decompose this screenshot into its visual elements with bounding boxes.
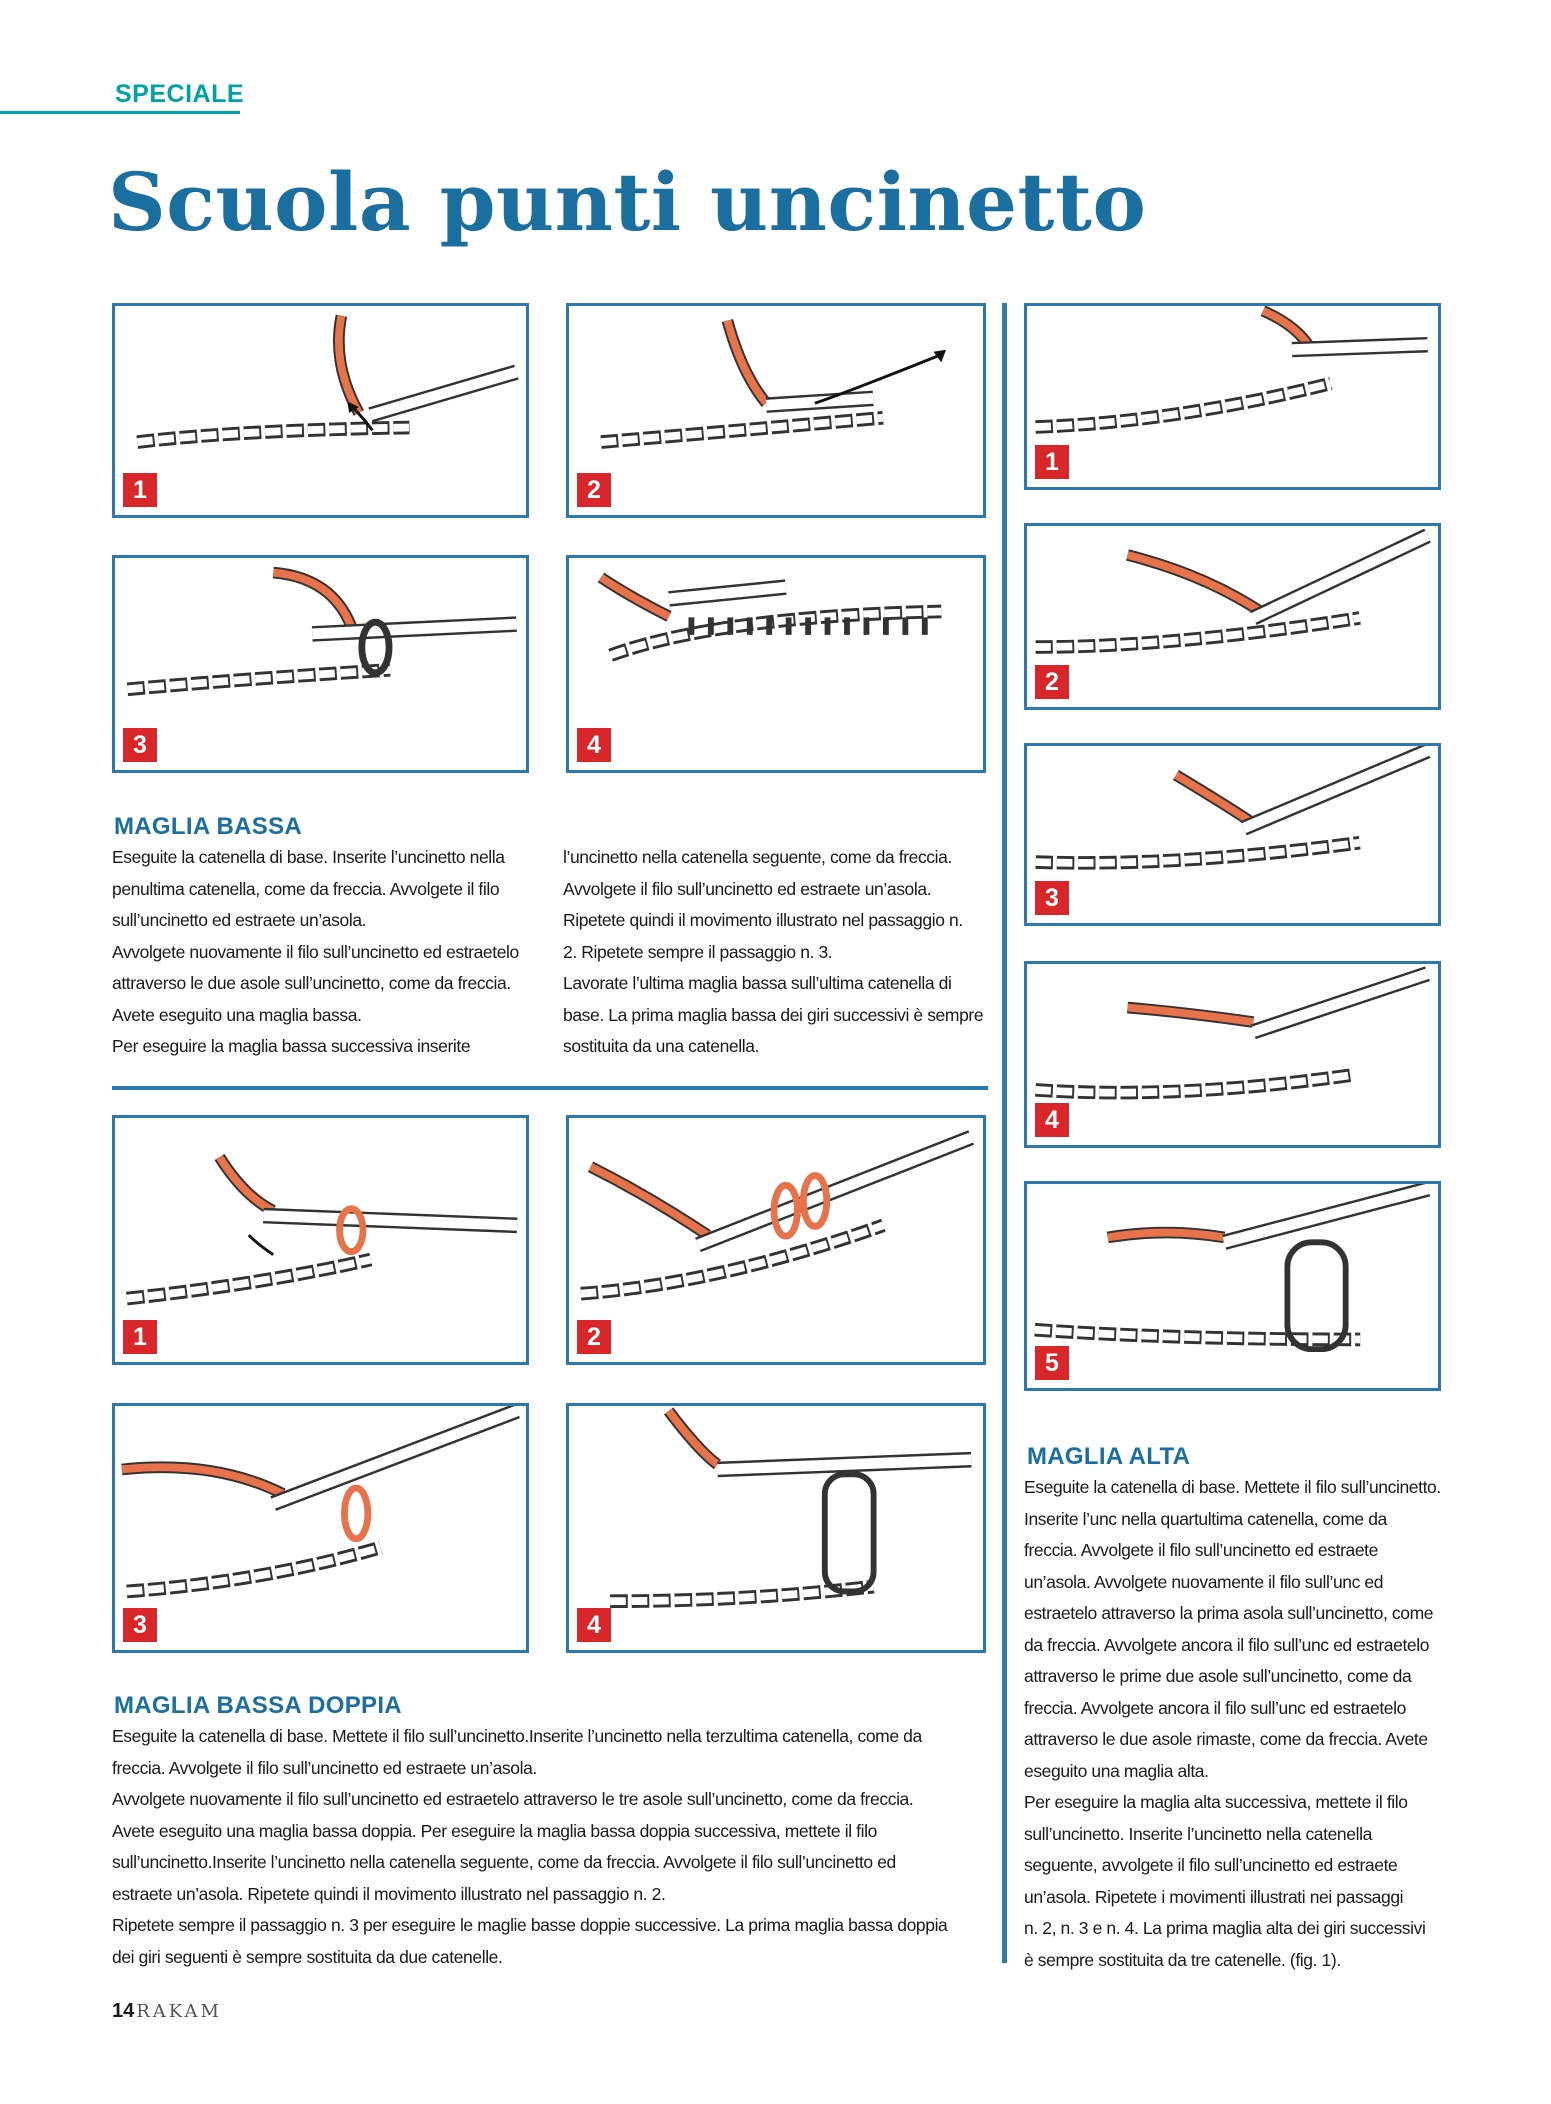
crochet-illustration: [1035, 528, 1431, 654]
text-line: Per eseguire la maglia bassa successiva …: [112, 1036, 471, 1056]
section-heading: MAGLIA ALTA: [1027, 1443, 1191, 1470]
text-line: Avete eseguito una maglia bassa doppia. …: [112, 1820, 877, 1841]
text-line: freccia. Avvolgete il filo sull’uncinett…: [112, 1757, 537, 1778]
step-badge: 1: [123, 473, 157, 507]
text-column: Eseguite la catenella di base. Inserite …: [112, 842, 542, 1063]
step-badge: 3: [123, 1608, 157, 1642]
text-line: attraverso le due asole sull’uncinetto, …: [112, 973, 511, 993]
text-line: Avete eseguito una maglia bassa.: [112, 1004, 362, 1025]
text-line: è sempre sostituita da tre catenelle. (f…: [1024, 1949, 1341, 1970]
diagram-panel: 2: [566, 303, 986, 518]
crochet-illustration: [136, 314, 519, 449]
magazine-brand: RAKAM: [136, 2001, 222, 2022]
text-line: Ripetete quindi il movimento illustrato …: [563, 910, 963, 930]
crochet-illustration: [1034, 1184, 1431, 1353]
text-line: sull’uncinetto. Inserite l’uncinetto nel…: [1024, 1823, 1372, 1844]
step-badge: 4: [1035, 1103, 1069, 1137]
diagram-panel: 1: [1024, 303, 1441, 490]
text-line: un’asola. Avvolgete nuovamente il filo s…: [1024, 1571, 1384, 1592]
crochet-illustration: [597, 572, 942, 662]
section-heading: MAGLIA BASSA DOPPIA: [114, 1692, 402, 1719]
text-block: Eseguite la catenella di base. Mettete i…: [112, 1721, 997, 1973]
text-line: eseguito una maglia alta.: [1024, 1760, 1209, 1781]
text-line: penultima catenella, come da freccia. Av…: [112, 878, 500, 899]
step-badge: 4: [577, 728, 611, 762]
text-line: Avvolgete nuovamente il filo sull’uncine…: [112, 1789, 914, 1809]
crochet-illustration: [1035, 746, 1431, 870]
text-line: estraetelo attraverso la prima asola sul…: [1024, 1603, 1434, 1623]
crochet-illustration: [126, 566, 517, 697]
step-badge: 1: [123, 1320, 157, 1354]
text-line: Ripetete sempre il passaggio n. 3 per es…: [112, 1915, 948, 1935]
section-divider: [112, 1086, 988, 1090]
text-line: Lavorate l’ultima maglia bassa sull’ulti…: [563, 973, 952, 993]
text-line: attraverso le due asole rimaste, come da…: [1024, 1729, 1428, 1749]
step-badge: 3: [123, 728, 157, 762]
text-line: Eseguite la catenella di base. Mettete i…: [112, 1726, 922, 1746]
crochet-illustration: [600, 319, 947, 449]
text-line: Avvolgete nuovamente il filo sull’uncine…: [112, 941, 519, 962]
column-divider: [1002, 303, 1007, 1963]
diagram-panel: 2: [566, 1115, 986, 1365]
text-line: estraete un’asola. Ripetete quindi il mo…: [112, 1883, 666, 1904]
section-label: SPECIALE: [115, 80, 245, 108]
diagram-panel: 3: [112, 1403, 529, 1653]
text-line: sull’uncinetto ed estraete un’asola.: [112, 910, 367, 930]
crochet-illustration: [126, 1153, 518, 1306]
text-line: seguente, avvolgete il filo sull’uncinet…: [1024, 1855, 1398, 1875]
text-line: n. 2, n. 3 e n. 4. La prima maglia alta …: [1024, 1918, 1426, 1938]
text-line: base. La prima maglia bassa dei giri suc…: [563, 1004, 984, 1025]
section-heading: MAGLIA BASSA: [114, 813, 303, 840]
diagram-panel: 2: [1024, 523, 1441, 710]
text-line: 2. Ripetete sempre il passaggio n. 3.: [563, 941, 833, 962]
diagram-panel: 3: [112, 555, 529, 773]
text-line: dei giri seguenti è sempre sostituita da…: [112, 1946, 503, 1967]
step-badge: 4: [577, 1608, 611, 1642]
text-line: freccia. Avvolgete ancora il filo sull’u…: [1024, 1697, 1406, 1718]
crochet-illustration: [1035, 306, 1428, 434]
text-line: da freccia. Avvolgete ancora il filo sul…: [1024, 1634, 1430, 1655]
step-badge: 5: [1035, 1346, 1069, 1380]
page-number: 14: [112, 2000, 135, 2022]
text-line: un’asola. Ripetete i movimenti illustrat…: [1024, 1886, 1404, 1907]
crochet-illustration: [1035, 966, 1430, 1100]
crochet-illustration: [610, 1407, 972, 1609]
text-line: attraverso le prime due asole sull’uncin…: [1024, 1666, 1412, 1686]
step-badge: 2: [577, 1320, 611, 1354]
step-badge: 3: [1035, 881, 1069, 915]
crochet-illustration: [121, 1406, 520, 1599]
step-badge: 2: [1035, 665, 1069, 699]
diagram-panel: 1: [112, 303, 529, 518]
page-title: Scuola punti uncinetto: [108, 155, 1147, 249]
diagram-panel: 5: [1024, 1181, 1441, 1391]
text-line: Per eseguire la maglia alta successiva, …: [1024, 1792, 1408, 1812]
step-badge: 2: [577, 473, 611, 507]
text-line: sull’uncinetto.Inserite l’uncinetto nell…: [112, 1852, 896, 1872]
section-rule: [0, 111, 240, 114]
diagram-panel: 4: [566, 1403, 986, 1653]
text-line: Eseguite la catenella di base. Inserite …: [112, 847, 505, 867]
crochet-illustration: [580, 1130, 975, 1301]
step-badge: 1: [1035, 445, 1069, 479]
diagram-panel: 3: [1024, 743, 1441, 926]
text-block: Eseguite la catenella di base. Mettete i…: [1024, 1472, 1454, 1976]
diagram-panel: 4: [566, 555, 986, 773]
text-line: freccia. Avvolgete il filo sull’uncinett…: [1024, 1540, 1378, 1560]
diagram-panel: 4: [1024, 961, 1441, 1148]
text-column: l’uncinetto nella catenella seguente, co…: [563, 842, 993, 1063]
diagram-panel: 1: [112, 1115, 529, 1365]
text-line: Avvolgete il filo sull’uncinetto ed estr…: [563, 878, 932, 899]
text-line: l’uncinetto nella catenella seguente, co…: [563, 847, 952, 867]
text-line: Inserite l’unc nella quartultima catenel…: [1024, 1508, 1387, 1529]
text-line: Eseguite la catenella di base. Mettete i…: [1024, 1477, 1441, 1497]
text-line: sostituita da una catenella.: [563, 1036, 760, 1056]
